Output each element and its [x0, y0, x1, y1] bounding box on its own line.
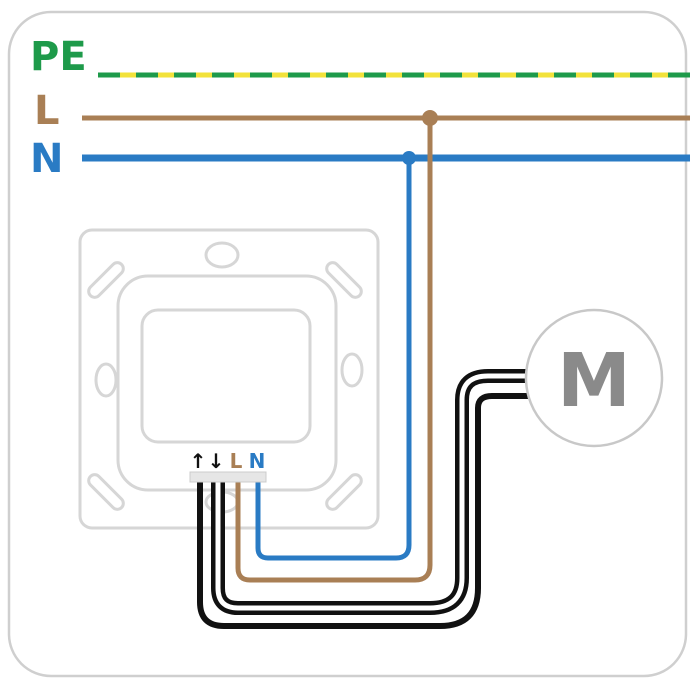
terminal-label: ↓ — [208, 449, 225, 473]
mounting-slot — [325, 473, 363, 511]
motor-circle — [524, 308, 664, 448]
motor-cable-down — [211, 369, 530, 615]
screw-hole — [204, 241, 240, 269]
l-wire — [235, 118, 433, 583]
n-wire — [255, 158, 412, 561]
n-label: N — [30, 136, 63, 182]
l-label: L — [34, 88, 60, 134]
screw-hole — [94, 362, 118, 398]
l-junction — [422, 110, 438, 126]
switch-rocker — [140, 308, 312, 444]
mounting-slot — [87, 473, 125, 511]
switch-mounting-plate — [78, 228, 380, 530]
terminal-label: ↑ — [190, 449, 207, 473]
terminal-label: L — [230, 449, 243, 473]
mounting-slot — [325, 261, 363, 299]
motor-label: M — [557, 338, 631, 424]
n-junction — [402, 151, 416, 165]
pe-label: PE — [30, 34, 87, 80]
motor: M — [524, 308, 664, 448]
terminal-block — [189, 471, 267, 483]
terminal-label: N — [249, 449, 266, 473]
motor-cable-up — [197, 393, 530, 629]
mounting-slot — [87, 261, 125, 299]
screw-hole — [340, 352, 364, 388]
